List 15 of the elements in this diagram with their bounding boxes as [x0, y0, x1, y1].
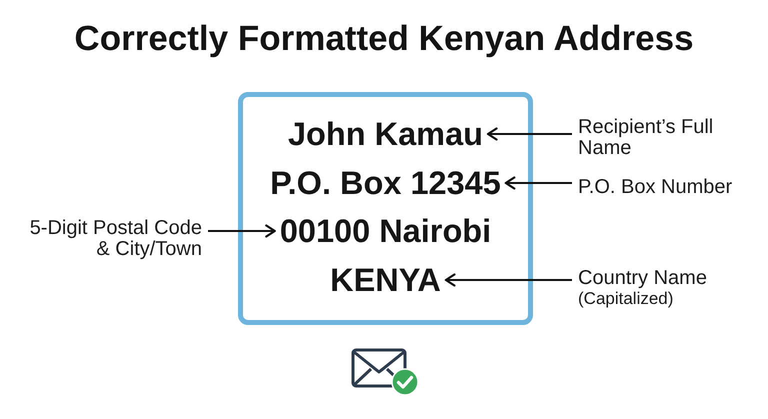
leader-arrow — [486, 127, 572, 141]
address-line: 00100 Nairobi — [274, 213, 496, 249]
leader-arrow — [444, 273, 572, 287]
title: Correctly Formatted Kenyan Address — [74, 20, 694, 58]
callout-label: 5-Digit Postal Code & City/Town — [18, 218, 208, 260]
address-line: P.O. Box 12345 — [265, 165, 506, 201]
address-line: John Kamau — [282, 116, 488, 152]
callout-note: (Capitalized) — [578, 289, 674, 309]
callout-label: P.O. Box Number — [572, 177, 762, 198]
leader-arrow — [504, 176, 572, 190]
leader-arrow — [208, 224, 276, 238]
callout-label: Recipient’s Full Name — [572, 117, 750, 159]
address-box — [238, 92, 533, 325]
callout-label: Country Name — [578, 268, 708, 289]
address-line: KENYA — [325, 262, 446, 298]
